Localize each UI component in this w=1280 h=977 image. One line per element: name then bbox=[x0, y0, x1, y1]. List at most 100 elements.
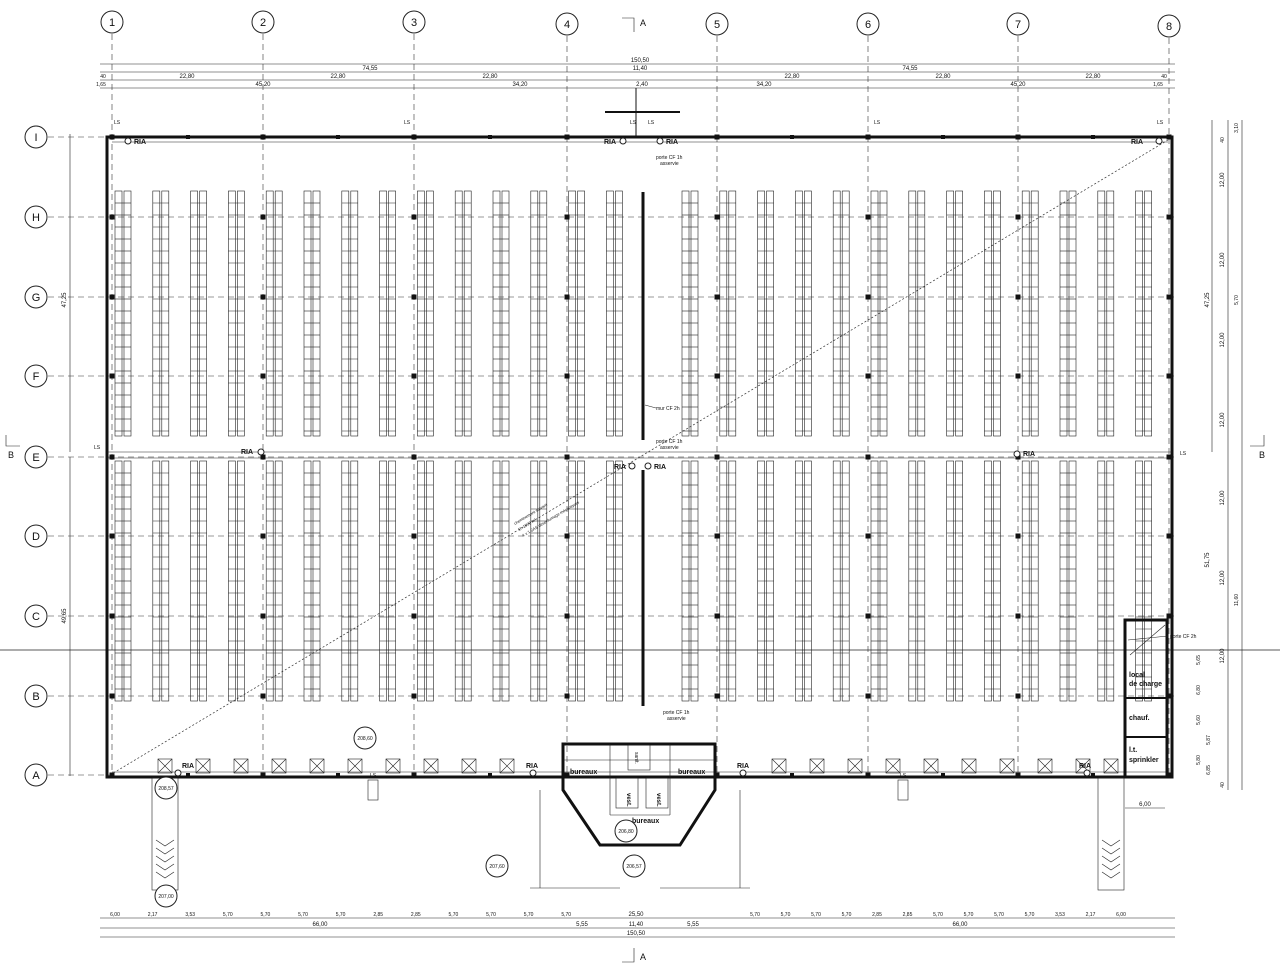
rack-unit bbox=[417, 190, 434, 437]
structural-column bbox=[865, 613, 871, 619]
room-sprinkler-line1: l.t. bbox=[1129, 747, 1137, 754]
top-dim-half-right: 74,55 bbox=[902, 66, 918, 72]
structural-column bbox=[260, 693, 266, 699]
ria-label-mid-center-left: RIA bbox=[614, 464, 626, 471]
section-b-right: B bbox=[1259, 450, 1265, 460]
top-dim-seg-5: 34,20 bbox=[756, 82, 772, 88]
bottom-module-right: 5,70 bbox=[750, 912, 760, 918]
rack-unit bbox=[114, 190, 132, 437]
structural-column bbox=[260, 533, 266, 539]
rack-unit bbox=[265, 460, 283, 702]
bottom-module-left: 5,70 bbox=[486, 912, 496, 918]
structural-column bbox=[1166, 693, 1172, 699]
ria-label-bottom-4: RIA bbox=[1079, 763, 1091, 770]
top-dim-bay-3: 22,80 bbox=[482, 74, 498, 80]
structural-column bbox=[564, 613, 570, 619]
rack-unit bbox=[190, 460, 207, 702]
rack-unit bbox=[606, 190, 623, 437]
structural-column bbox=[411, 533, 417, 539]
room-local-charge-line2: de charge bbox=[1129, 681, 1162, 688]
structural-column bbox=[714, 772, 720, 778]
door-mid-line2: asservie bbox=[660, 445, 679, 451]
rack-unit bbox=[228, 190, 245, 437]
rack-unit bbox=[870, 460, 888, 702]
structural-column bbox=[865, 533, 871, 539]
left-dim-lower: 49,65 bbox=[62, 608, 68, 624]
rack-unit bbox=[1059, 190, 1077, 437]
rack-unit bbox=[530, 190, 548, 437]
structural-column bbox=[564, 693, 570, 699]
rack-unit bbox=[454, 460, 472, 702]
structural-column bbox=[411, 214, 417, 220]
level-6: 206,57 bbox=[626, 864, 642, 870]
structural-column bbox=[411, 294, 417, 300]
right-dim-bay-2: 12,00 bbox=[1220, 252, 1226, 268]
room-chauf: chauf. bbox=[1129, 715, 1150, 722]
rack-unit bbox=[606, 460, 623, 702]
row-marker-d: D bbox=[32, 531, 40, 543]
bottom-module-right: 2,85 bbox=[872, 912, 882, 918]
structural-column bbox=[488, 135, 492, 139]
firewall-label: mur CF 2h bbox=[656, 406, 680, 412]
structural-column bbox=[109, 373, 115, 379]
section-a-bottom: A bbox=[640, 952, 646, 962]
top-dimensions: 150,50 74,55 11,40 74,55 40 22,80 22,80 … bbox=[96, 58, 1175, 89]
top-dim-bay-1: 22,80 bbox=[179, 74, 195, 80]
structural-column bbox=[109, 214, 115, 220]
ls-label-1: LS bbox=[114, 120, 121, 126]
structural-column bbox=[1015, 533, 1021, 539]
bottom-dim-side-left: 66,00 bbox=[312, 922, 328, 928]
ria-label-bottom-1: RIA bbox=[182, 763, 194, 770]
dock-door bbox=[961, 758, 977, 774]
office-block: bureaux bureaux bureaux vest. vest. sani… bbox=[530, 742, 750, 889]
structural-column bbox=[1166, 454, 1172, 460]
ls-label-9: LS bbox=[370, 773, 377, 779]
room-sanit: sanit. bbox=[633, 752, 639, 764]
structural-column bbox=[336, 135, 340, 139]
structural-column bbox=[714, 134, 720, 140]
top-dim-bay-5: 22,80 bbox=[935, 74, 951, 80]
dock-door bbox=[1103, 758, 1119, 774]
row-marker-h: H bbox=[32, 212, 40, 224]
ria-label-mid-left: RIA bbox=[241, 449, 253, 456]
rack-unit bbox=[1021, 190, 1039, 437]
column-marker-1: 1 bbox=[109, 17, 115, 29]
row-marker-f: F bbox=[33, 371, 40, 383]
annex-dim: 6,00 bbox=[1139, 802, 1151, 808]
room-sprinkler-line2: sprinkler bbox=[1129, 757, 1159, 764]
travel-distance-diagonal bbox=[109, 139, 1169, 776]
rack-unit bbox=[1059, 460, 1077, 702]
rack-unit bbox=[114, 460, 132, 702]
structural-column bbox=[186, 773, 190, 777]
rack-unit bbox=[492, 190, 510, 437]
right-dim-upper: 47,25 bbox=[1205, 292, 1211, 308]
dock-door bbox=[923, 758, 939, 774]
structural-column bbox=[1015, 294, 1021, 300]
rack-unit bbox=[568, 190, 585, 437]
rack-unit bbox=[492, 460, 510, 702]
bottom-dim-mid-left: 5,55 bbox=[576, 922, 588, 928]
structural-column bbox=[1015, 134, 1021, 140]
level-4: 206,80 bbox=[618, 829, 634, 835]
top-dim-center: 11,40 bbox=[633, 66, 648, 72]
dock-door bbox=[461, 758, 477, 774]
bottom-module-left: 2,85 bbox=[411, 912, 421, 918]
structural-column bbox=[1166, 613, 1172, 619]
bottom-dim-center: 25,50 bbox=[628, 912, 644, 918]
bottom-dim-side-right: 66,00 bbox=[952, 922, 968, 928]
top-dim-seg-4: 2,40 bbox=[636, 82, 648, 88]
right-dim-small-7: 5,80 bbox=[1196, 755, 1202, 765]
structural-column bbox=[1166, 533, 1172, 539]
row-marker-a: A bbox=[32, 770, 40, 782]
bottom-module-right: 5,70 bbox=[933, 912, 943, 918]
structural-column bbox=[564, 373, 570, 379]
structural-column bbox=[1015, 373, 1021, 379]
rack-unit bbox=[946, 460, 963, 702]
top-dim-half-left: 74,55 bbox=[362, 66, 378, 72]
structural-column bbox=[109, 533, 115, 539]
structural-column bbox=[260, 134, 266, 140]
ls-label-5: LS bbox=[874, 120, 881, 126]
structural-column bbox=[790, 773, 794, 777]
